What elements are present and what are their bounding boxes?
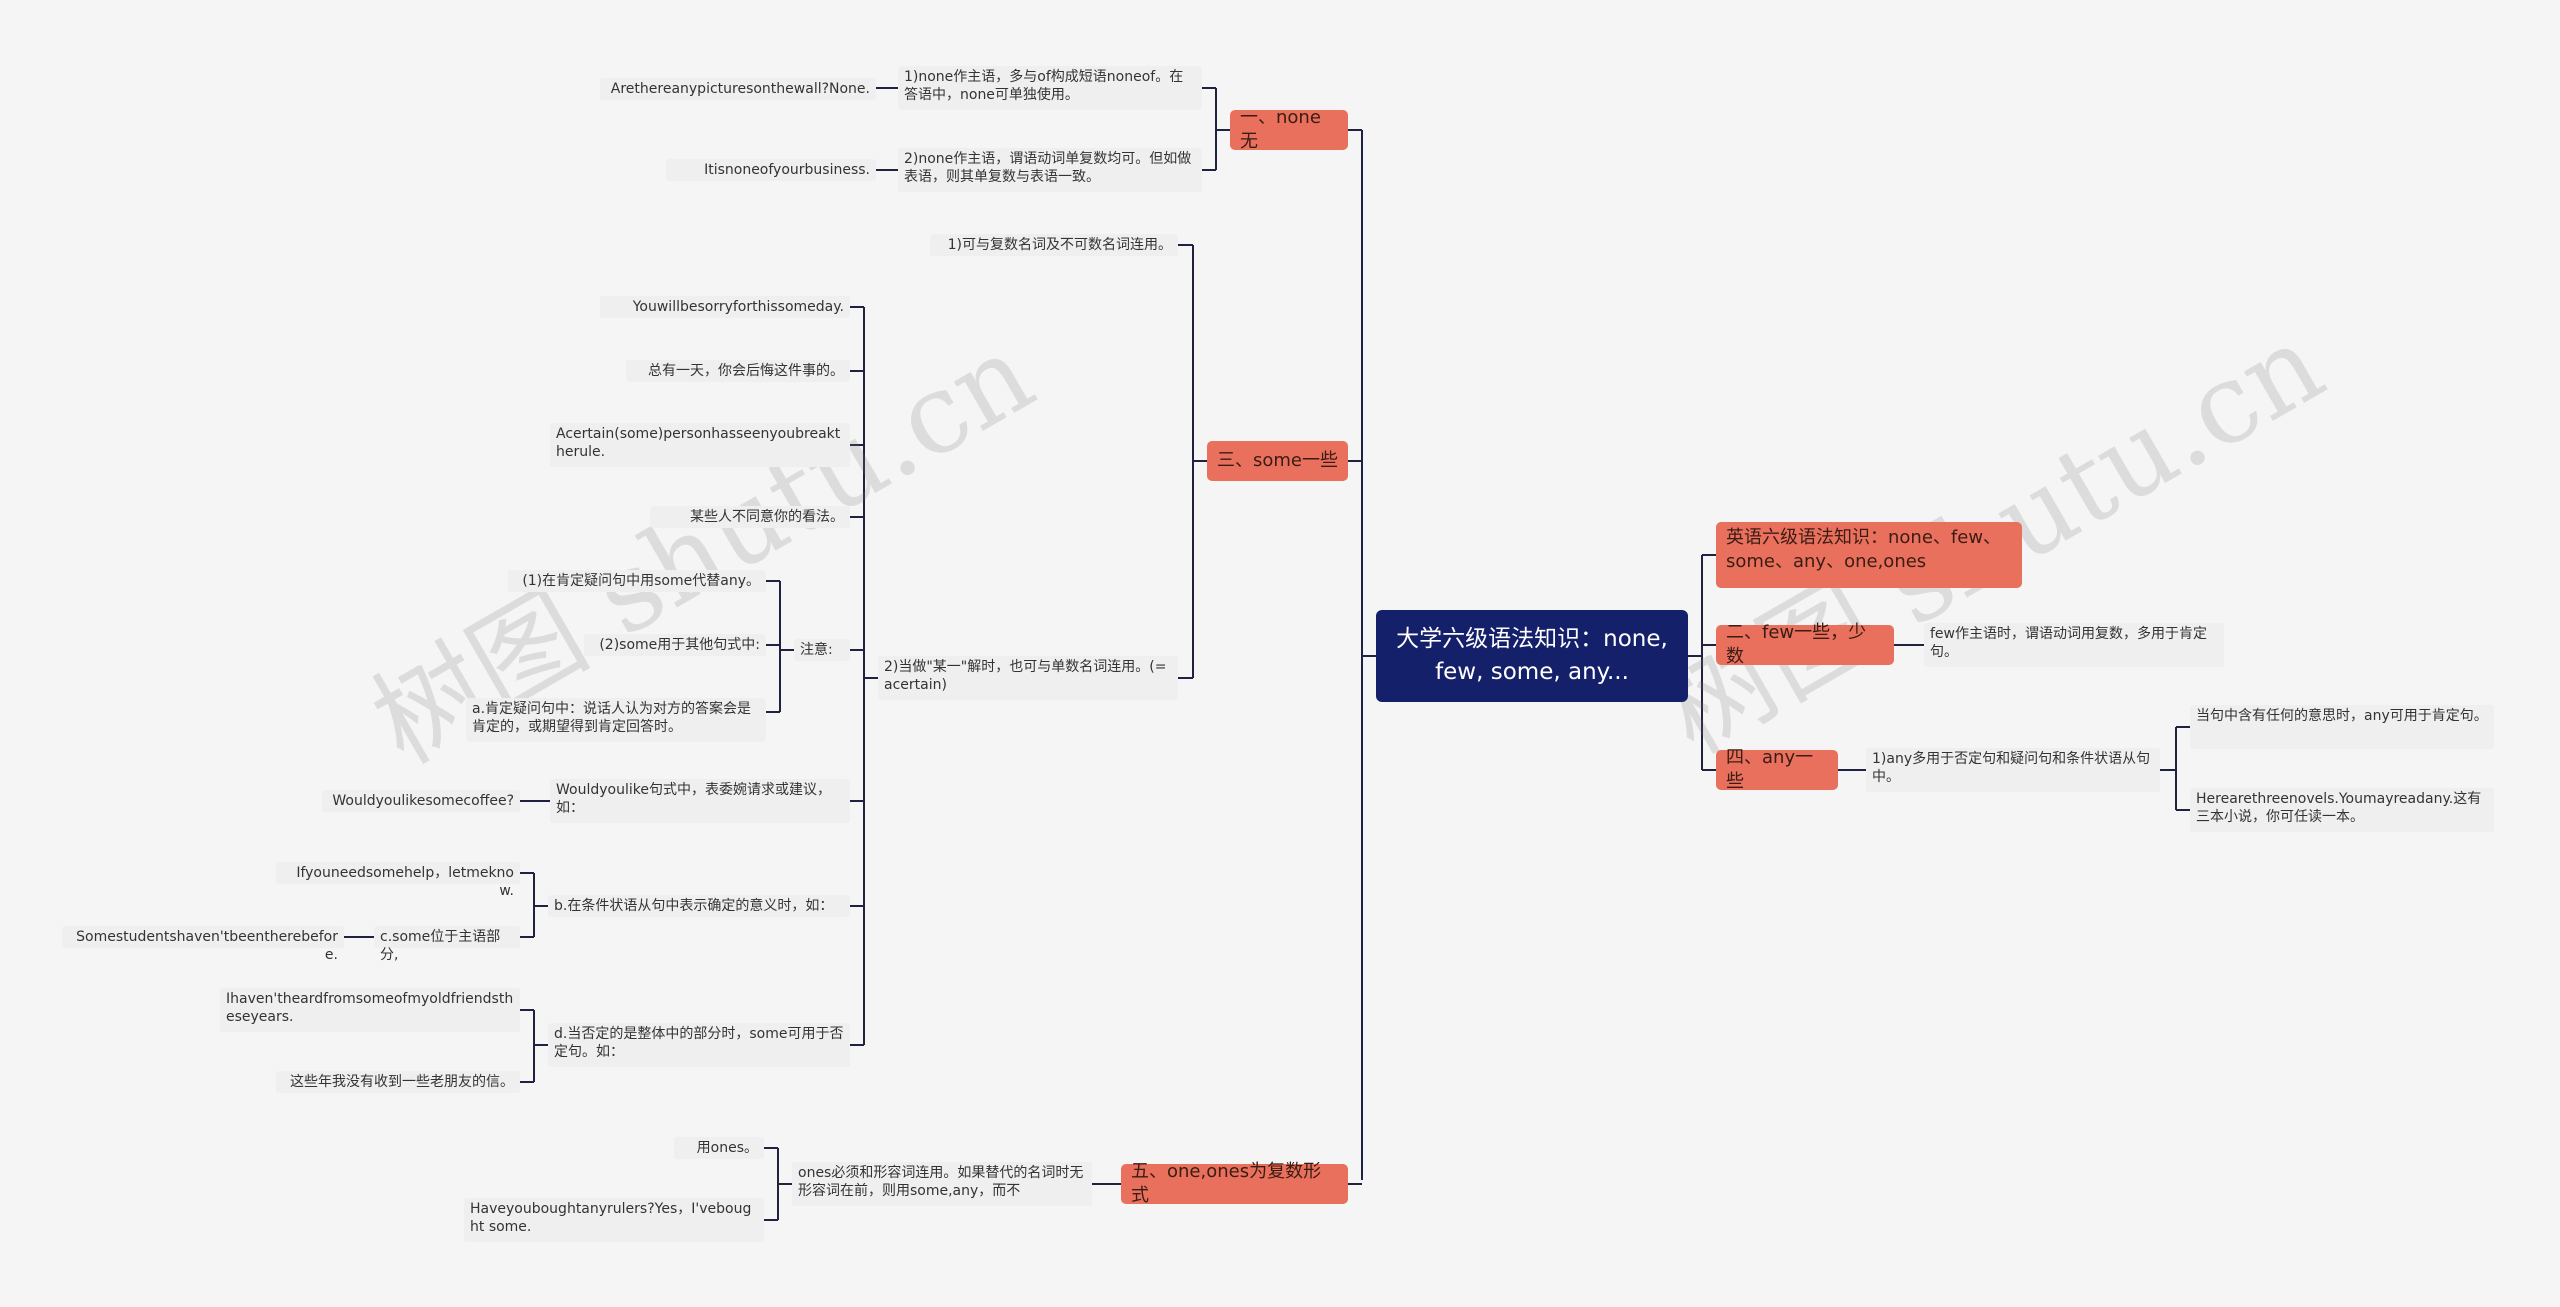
some-d[interactable]: d.当否定的是整体中的部分时，some可用于否定句。如： bbox=[548, 1023, 850, 1067]
some-c-example[interactable]: Somestudentshaven'tbeentherebefore. bbox=[62, 926, 344, 963]
some-note-3[interactable]: a.肯定疑问句中：说话人认为对方的答案会是肯定的，或期望得到肯定回答时。 bbox=[466, 698, 766, 742]
none-point-2[interactable]: 2)none作主语，谓语动词单复数均可。但如做表语，则其单复数与表语一致。 bbox=[898, 148, 1202, 192]
some-point-2[interactable]: 2)当做"某一"解时，也可与单数名词连用。(=acertain) bbox=[878, 656, 1178, 700]
some-example-2[interactable]: 总有一天，你会后悔这件事的。 bbox=[626, 360, 850, 382]
some-example-3[interactable]: Acertain(some)personhasseenyoubreaktheru… bbox=[550, 423, 850, 467]
some-c[interactable]: c.some位于主语部分, bbox=[374, 926, 520, 963]
any-point-1b[interactable]: Herearethreenovels.Youmayreadany.这有三本小说，… bbox=[2190, 788, 2494, 832]
ones-example-1[interactable]: 用ones。 bbox=[674, 1137, 764, 1159]
some-example-4[interactable]: 某些人不同意你的看法。 bbox=[650, 506, 850, 528]
few-point-1[interactable]: few作主语时，谓语动词用复数，多用于肯定句。 bbox=[1924, 623, 2224, 667]
none-example-2[interactable]: Itisnoneofyourbusiness. bbox=[666, 159, 876, 181]
ones-point-1[interactable]: ones必须和形容词连用。如果替代的名词时无形容词在前，则用some,any，而… bbox=[792, 1162, 1092, 1206]
branch-title[interactable]: 英语六级语法知识：none、few、some、any、one,ones bbox=[1716, 522, 2022, 588]
some-would-example[interactable]: Wouldyoulikesomecoffee? bbox=[322, 790, 520, 812]
some-d-example-2[interactable]: 这些年我没有收到一些老朋友的信。 bbox=[276, 1071, 520, 1093]
some-note-1[interactable]: (1)在肯定疑问句中用some代替any。 bbox=[508, 570, 766, 592]
branch-few[interactable]: 二、few一些，少数 bbox=[1716, 622, 1894, 667]
none-point-1[interactable]: 1)none作主语，多与of构成短语noneof。在答语中，none可单独使用。 bbox=[898, 66, 1202, 110]
root-topic[interactable]: 大学六级语法知识：none, few, some, any... bbox=[1376, 610, 1688, 702]
some-d-example-1[interactable]: Ihaven'theardfromsomeofmyoldfriendsthese… bbox=[220, 988, 520, 1032]
some-note-2[interactable]: (2)some用于其他句式中: bbox=[584, 634, 766, 656]
some-point-1[interactable]: 1)可与复数名词及不可数名词连用。 bbox=[930, 234, 1178, 256]
none-example-1[interactable]: Arethereanypicturesonthewall?None. bbox=[600, 78, 876, 100]
ones-example-2[interactable]: Haveyouboughtanyrulers?Yes，I'vebought so… bbox=[464, 1198, 764, 1242]
some-b[interactable]: b.在条件状语从句中表示确定的意义时，如： bbox=[548, 895, 850, 917]
some-example-1[interactable]: Youwillbesorryforthissomeday. bbox=[600, 296, 850, 318]
some-note[interactable]: 注意: bbox=[794, 639, 850, 661]
any-point-1[interactable]: 1)any多用于否定句和疑问句和条件状语从句中。 bbox=[1866, 748, 2160, 792]
branch-any[interactable]: 四、any一些 bbox=[1716, 747, 1838, 792]
branch-some[interactable]: 三、some一些 bbox=[1207, 441, 1348, 481]
some-would[interactable]: Wouldyoulike句式中，表委婉请求或建议，如： bbox=[550, 779, 850, 823]
branch-none[interactable]: 一、none无 bbox=[1230, 107, 1348, 152]
branch-ones[interactable]: 五、one,ones为复数形式 bbox=[1121, 1161, 1348, 1206]
some-b-example[interactable]: Ifyouneedsomehelp，letmeknow. bbox=[276, 862, 520, 899]
any-point-1a[interactable]: 当句中含有任何的意思时，any可用于肯定句。 bbox=[2190, 705, 2494, 749]
